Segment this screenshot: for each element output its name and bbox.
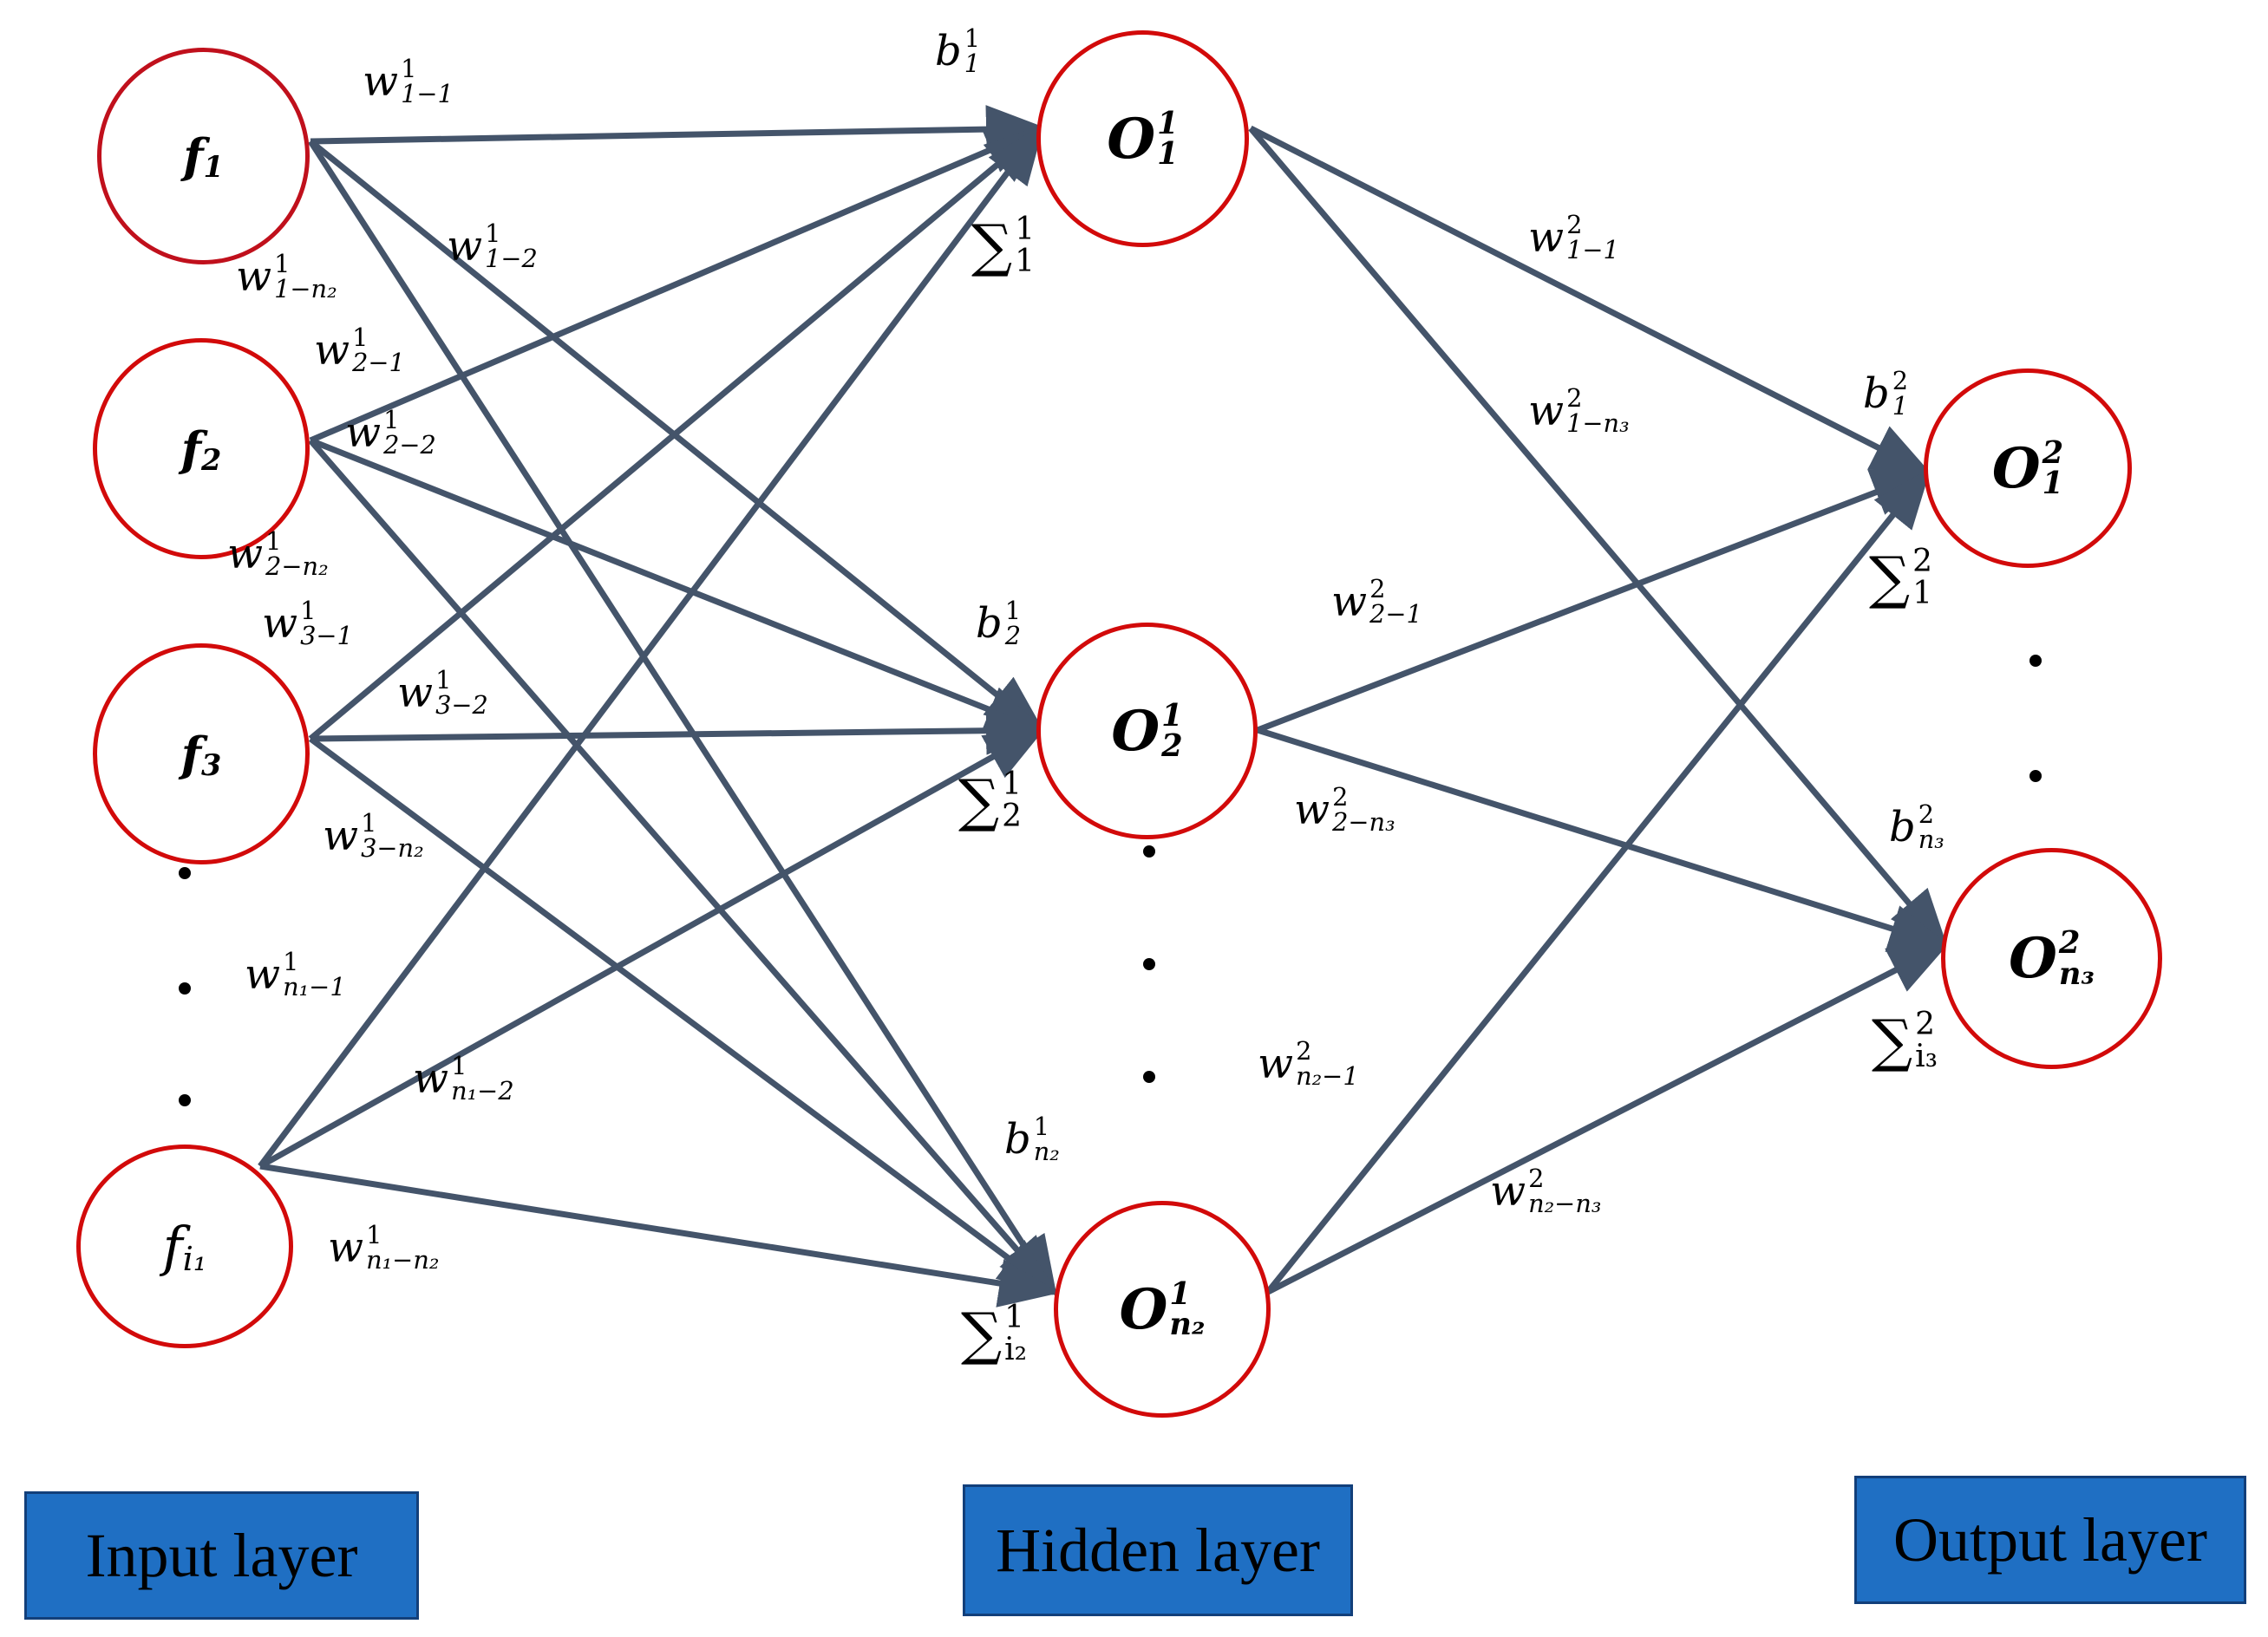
ellipsis-dot-hidden-3 bbox=[1143, 1071, 1155, 1083]
edge-input-3-to-hidden-o1 bbox=[308, 124, 1046, 741]
edge-input-1-to-hidden-o1 bbox=[310, 105, 1047, 154]
ellipsis-dot-output-2 bbox=[2029, 770, 2042, 782]
ellipsis-dot-hidden-2 bbox=[1143, 958, 1155, 970]
input-layer-box: Input layer bbox=[24, 1491, 419, 1620]
ellipsis-dot-input-1 bbox=[179, 867, 191, 879]
edge-hidden-o2-to-output-on3 bbox=[1256, 727, 1951, 952]
ellipsis-dot-input-3 bbox=[179, 1094, 191, 1106]
edge-hidden-on2-to-output-on3 bbox=[1266, 942, 1951, 1295]
edge-input-2-to-hidden-o1 bbox=[309, 125, 1047, 444]
output-layer-box: Output layer bbox=[1854, 1476, 2246, 1604]
edge-input-4-to-hidden-o1 bbox=[258, 123, 1045, 1169]
ellipsis-dot-input-2 bbox=[179, 982, 191, 995]
ellipsis-dot-hidden-1 bbox=[1143, 845, 1155, 858]
edge-input-4-to-hidden-on2 bbox=[259, 1163, 1060, 1308]
edge-input-2-to-hidden-o2 bbox=[309, 437, 1047, 734]
edge-input-3-to-hidden-o2 bbox=[310, 706, 1047, 755]
edge-input-4-to-hidden-o2 bbox=[258, 727, 1047, 1170]
edge-hidden-o1-to-output-on3 bbox=[1248, 126, 1949, 950]
ellipsis-dot-output-1 bbox=[2029, 655, 2042, 667]
edge-input-1-to-hidden-on2 bbox=[308, 140, 1057, 1297]
edge-hidden-o1-to-output-o1 bbox=[1249, 125, 1933, 476]
hidden-layer-box: Hidden layer bbox=[963, 1484, 1353, 1616]
edge-hidden-on2-to-output-o1 bbox=[1265, 467, 1931, 1295]
edge-input-2-to-hidden-on2 bbox=[308, 438, 1058, 1297]
edge-input-3-to-hidden-on2 bbox=[308, 736, 1059, 1296]
edge-hidden-o2-to-output-o1 bbox=[1256, 469, 1933, 734]
